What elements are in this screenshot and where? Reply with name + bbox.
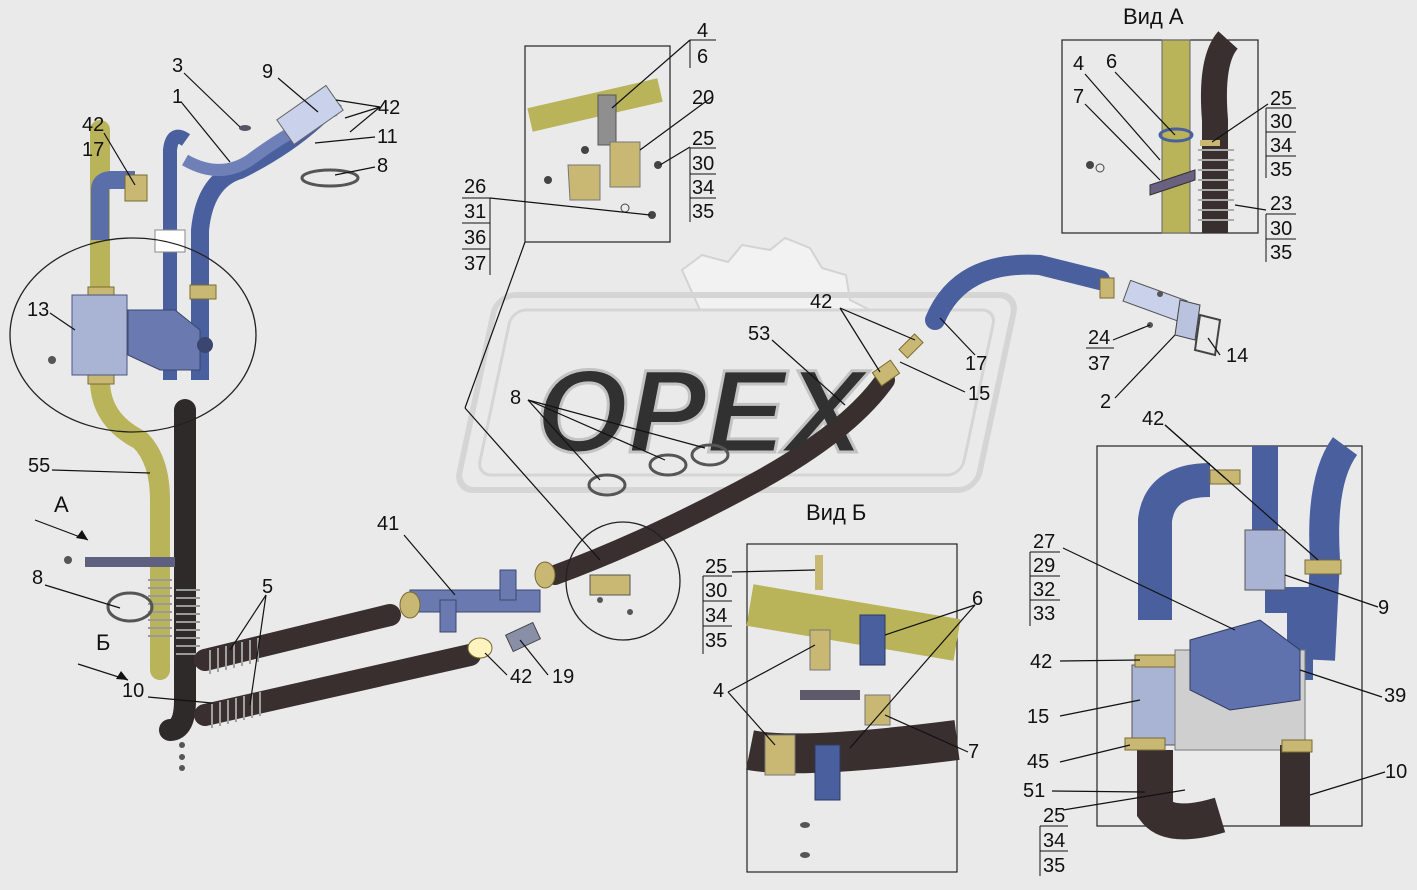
callout-8: 8 [377,155,388,177]
view-b-title: Вид Б [806,500,866,525]
callout-30-b: 30 [705,580,727,602]
callout-37-top: 37 [464,253,486,275]
callout-42d: 42 [810,291,832,313]
callout-35-a: 35 [1270,159,1292,181]
middle-assembly [399,254,1222,659]
watermark-logo: OPEX [456,236,1017,493]
callout-33-r: 33 [1033,603,1055,625]
callout-11: 11 [377,126,398,148]
callout-42: 42 [378,97,400,119]
callout-30-top: 30 [692,153,714,175]
callout-4-a: 4 [1073,53,1084,75]
callout-36-top: 36 [464,227,486,249]
callout-15: 15 [968,383,990,405]
detail-right-box [1096,437,1363,840]
callout-35-r: 35 [1043,855,1065,877]
view-a-title: Вид А [1123,4,1184,29]
callout-6-top: 6 [697,46,708,68]
detail-top-box [524,45,671,243]
callout-5: 5 [262,576,273,598]
callout-34-r: 34 [1043,830,1065,852]
callout-25-top: 25 [692,128,714,150]
callout-15-r: 15 [1027,706,1049,728]
callout-20-top: 20 [692,87,714,109]
callout-26-top: 26 [464,176,486,198]
callout-3: 3 [172,55,183,77]
callout-14: 14 [1226,345,1248,367]
callout-19: 19 [552,666,574,688]
callout-42-r: 42 [1142,408,1164,430]
detail-top-callouts: 4 6 20 25 30 34 35 26 31 36 37 [462,20,716,275]
callout-17b: 17 [965,353,987,375]
callout-35b-a: 35 [1270,242,1292,264]
callout-42b-r: 42 [1030,651,1052,673]
arrow-b-label: Б [96,630,110,655]
callout-35-top: 35 [692,201,714,223]
watermark-text: OPEX [536,346,870,478]
callout-17: 17 [82,139,104,161]
callout-25-b: 25 [705,556,727,578]
callout-4-top: 4 [697,20,708,42]
callout-51-r: 51 [1023,780,1045,802]
callout-31-top: 31 [464,201,486,223]
main-callouts: 3 9 42 1 11 8 42 17 13 55 8 5 10 41 42 1… [27,55,1248,702]
callout-23-a: 23 [1270,193,1292,215]
callout-41: 41 [377,513,399,535]
callout-39-r: 39 [1384,685,1406,707]
callout-2: 2 [1100,391,1111,413]
left-assembly [9,84,481,771]
callout-10: 10 [122,680,144,702]
arrow-a-label: А [54,492,69,517]
callout-13: 13 [27,299,49,321]
callout-34-b: 34 [705,605,727,627]
callout-32-r: 32 [1033,579,1055,601]
callout-6-b: 6 [972,588,983,610]
callout-6-a: 6 [1106,51,1117,73]
callout-8b: 8 [32,567,43,589]
view-a-box [1061,31,1259,234]
leader-lines [34,39,1386,811]
callout-27-r: 27 [1033,531,1055,553]
callout-25-a: 25 [1270,88,1292,110]
callout-29-r: 29 [1033,555,1055,577]
callout-34-top: 34 [692,177,714,199]
callout-9-r: 9 [1378,597,1389,619]
callout-1: 1 [172,86,183,108]
callout-30b-a: 30 [1270,218,1292,240]
callout-37: 37 [1088,353,1110,375]
callout-30-a: 30 [1270,111,1292,133]
callout-34-a: 34 [1270,135,1292,157]
detail-right-callouts: 42 27 29 32 33 9 42 39 15 45 51 10 25 34… [1023,408,1407,877]
callout-7-a: 7 [1073,86,1084,108]
callout-45-r: 45 [1027,751,1049,773]
callout-10-r: 10 [1385,761,1407,783]
callout-42b: 42 [82,114,104,136]
callout-35-b: 35 [705,630,727,652]
view-b-callouts: Вид Б 25 30 34 35 6 4 7 [702,500,983,763]
view-a-callouts: Вид А 4 6 7 25 30 34 35 23 30 35 [1073,4,1296,264]
view-b-box [746,543,961,873]
callout-9: 9 [262,61,273,83]
callout-55: 55 [28,455,50,477]
callout-25-r: 25 [1043,805,1065,827]
callout-53: 53 [748,323,770,345]
callout-7-b: 7 [968,741,979,763]
callout-24: 24 [1088,327,1110,349]
callout-8c: 8 [510,387,521,409]
callout-42c: 42 [510,666,532,688]
callout-4-b: 4 [713,680,724,702]
